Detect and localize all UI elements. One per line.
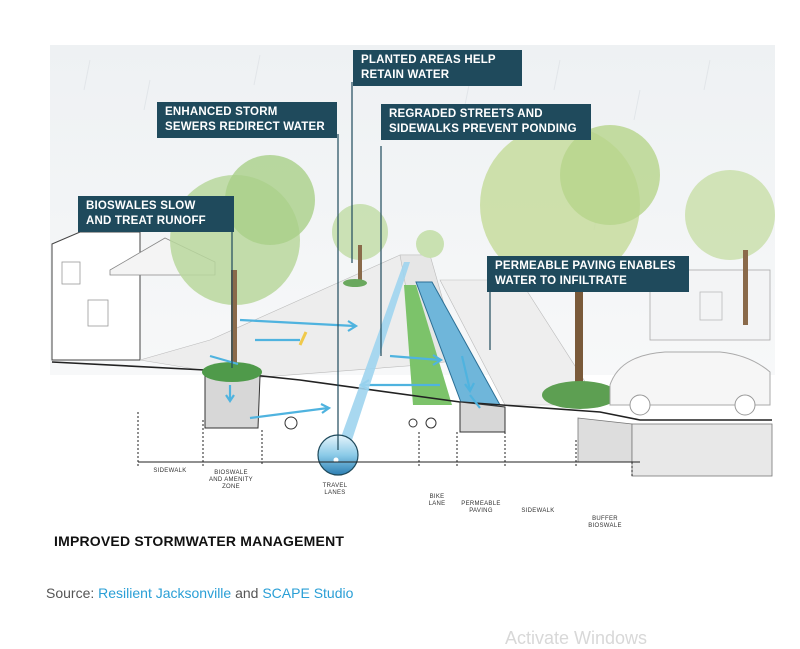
zone-label-bike-lane: BIKE LANE bbox=[428, 494, 446, 507]
callout-bioswales: BIOSWALES SLOW AND TREAT RUNOFF bbox=[78, 196, 234, 232]
resilient-jacksonville-link[interactable]: Resilient Jacksonville bbox=[98, 585, 232, 601]
parked-car bbox=[609, 351, 771, 416]
planted-beds bbox=[202, 279, 618, 409]
bike-lane-strip bbox=[404, 285, 452, 405]
callout-enhanced-storm-sewers: ENHANCED STORM SEWERS REDIRECT WATER bbox=[157, 102, 337, 138]
trees bbox=[170, 125, 775, 385]
zone-label-buffer-bioswale: BUFFER BIOSWALE bbox=[588, 516, 622, 529]
water-flow-arrows bbox=[209, 318, 481, 420]
scape-studio-link[interactable]: SCAPE Studio bbox=[262, 585, 354, 601]
street-section-illustration bbox=[50, 45, 775, 477]
callout-permeable-paving: PERMEABLE PAVING ENABLES WATER TO INFILT… bbox=[487, 256, 689, 292]
storm-pipe bbox=[317, 262, 410, 476]
source-line: Source: Resilient Jacksonville and SCAPE… bbox=[46, 585, 353, 601]
zone-label-bioswale-amenity: BIOSWALE AND AMENITY ZONE bbox=[209, 470, 253, 490]
zone-label-permeable-paving: PERMEABLE PAVING bbox=[461, 501, 501, 514]
callout-leaders bbox=[231, 82, 491, 450]
source-and: and bbox=[231, 585, 263, 601]
zone-label-sidewalk-left: SIDEWALK bbox=[153, 468, 187, 474]
zone-label-travel-lanes: TRAVEL LANES bbox=[322, 483, 348, 496]
callout-regraded-streets: REGRADED STREETS AND SIDEWALKS PREVENT P… bbox=[381, 104, 591, 140]
dimension-line bbox=[137, 412, 640, 476]
source-prefix: Source: bbox=[46, 585, 99, 601]
callout-planted-areas: PLANTED AREAS HELP RETAIN WATER bbox=[353, 50, 522, 86]
right-house bbox=[649, 269, 771, 341]
zone-label-sidewalk-right: SIDEWALK bbox=[521, 508, 555, 514]
diagram-title: IMPROVED STORMWATER MANAGEMENT bbox=[54, 533, 345, 549]
